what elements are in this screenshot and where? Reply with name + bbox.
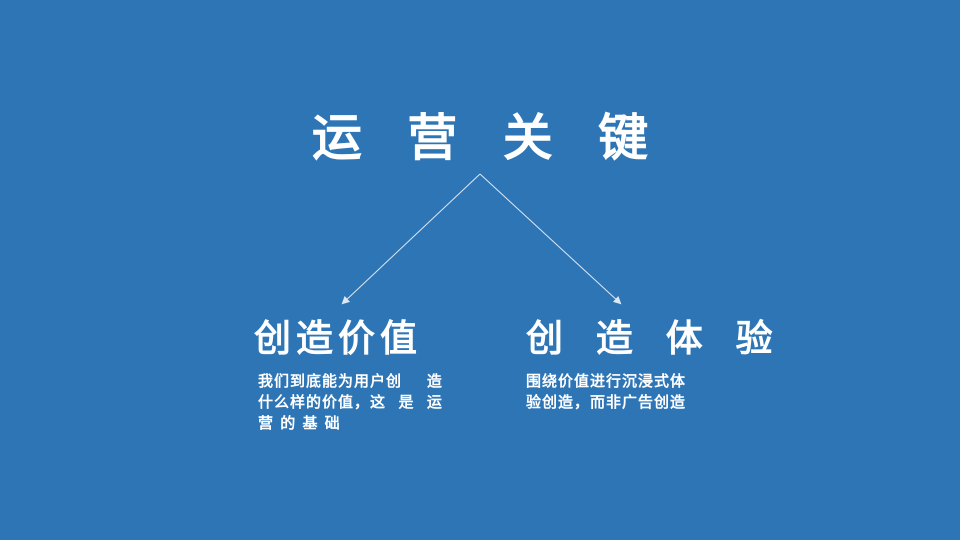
heading-create-experience: 创 造 体 验 (526, 317, 783, 360)
description-create-experience: 围绕价值进行沉浸式体 验创造，而非广告创造 (526, 371, 686, 413)
arrow-left (341, 173, 481, 305)
heading-create-value: 创造价值 (254, 317, 422, 360)
slide-title: 运 营 关 键 (311, 109, 663, 167)
text-line: 我们到底能为用户创 造 (258, 372, 443, 390)
arrow-right (479, 173, 622, 305)
text-line: 营 的 基 础 (258, 414, 341, 432)
text-line: 什么样的价值，这 是 运 (258, 393, 443, 411)
text-line: 验创造，而非广告创造 (526, 393, 687, 411)
description-create-value: 我们到底能为用户创 造 什么样的价值，这 是 运 营 的 基 础 (258, 371, 443, 434)
text-line: 围绕价值进行沉浸式体 (526, 372, 687, 390)
